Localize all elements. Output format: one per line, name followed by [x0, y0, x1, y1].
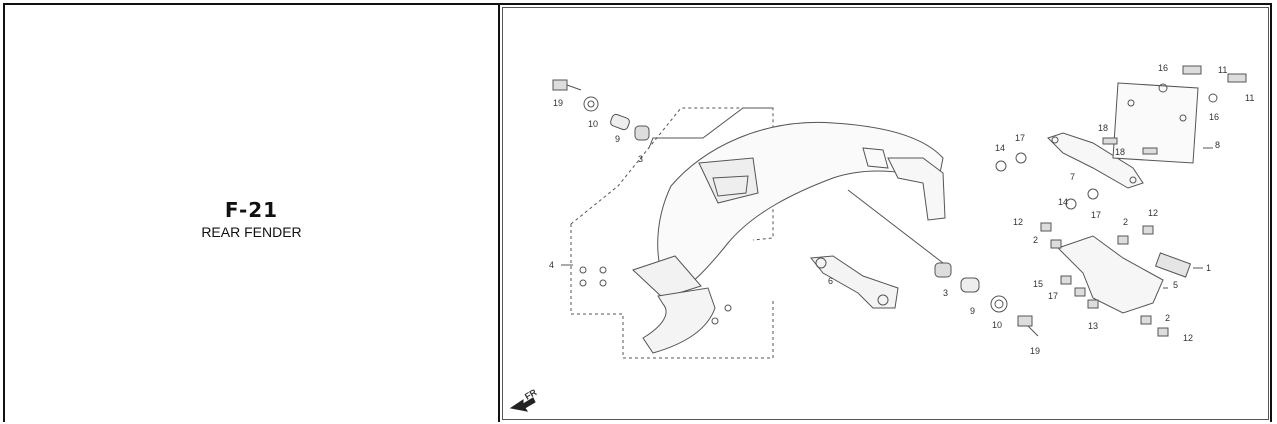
callout-14-a: 14 — [995, 143, 1005, 153]
callout-5: 5 — [1173, 280, 1178, 290]
callout-1: 1 — [1206, 263, 1211, 273]
callout-11-b: 11 — [1245, 93, 1254, 103]
part-callouts: 19 10 9 3 4 6 3 9 10 19 16 11 11 16 8 17… — [523, 63, 1254, 402]
callout-2-b: 2 — [1123, 217, 1128, 227]
callout-12-c: 12 — [1183, 333, 1193, 343]
bracket-6 — [810, 255, 899, 309]
reflector-1 — [1154, 252, 1192, 278]
callout-19-b: 19 — [1030, 346, 1040, 356]
callout-17-c: 17 — [1048, 291, 1058, 301]
fender-group-outline — [570, 107, 774, 241]
callout-14-b: 14 — [1058, 197, 1068, 207]
section-label-panel: F-21 REAR FENDER — [5, 5, 498, 422]
callout-12-a: 12 — [1013, 217, 1023, 227]
callout-7: 7 — [1070, 172, 1075, 182]
mud-flap — [642, 287, 716, 354]
callout-15: 15 — [1033, 279, 1043, 289]
callout-9-a: 9 — [615, 134, 620, 144]
callout-17-b: 17 — [1091, 210, 1101, 220]
page-frame — [3, 3, 1272, 422]
callout-3-b: 3 — [943, 288, 948, 298]
callout-19-a: 19 — [553, 98, 563, 108]
callout-3-a: 3 — [638, 154, 643, 164]
mudflap-group-outline — [570, 224, 774, 359]
callout-11-a: 11 — [1218, 65, 1227, 75]
section-code: F-21 — [224, 198, 279, 222]
callout-18-a: 18 — [1098, 123, 1108, 133]
callout-16-a: 16 — [1158, 63, 1168, 73]
direction-label: FR — [523, 387, 539, 402]
callout-10-b: 10 — [992, 320, 1002, 330]
exploded-parts-diagram: 19 10 9 3 4 6 3 9 10 19 16 11 11 16 8 17… — [509, 63, 1254, 412]
direction-arrow-icon — [509, 397, 536, 412]
callout-6: 6 — [828, 276, 833, 286]
callout-17-a: 17 — [1015, 133, 1025, 143]
parts-diagram-panel: 19 10 9 3 4 6 3 9 10 19 16 11 11 16 8 17… — [502, 7, 1269, 420]
reflector-bracket-5 — [1057, 235, 1164, 314]
column-divider — [498, 3, 500, 422]
callout-2-a: 2 — [1033, 235, 1038, 245]
callout-18-b: 18 — [1115, 147, 1125, 157]
callout-16-b: 16 — [1209, 112, 1219, 122]
section-title: REAR FENDER — [201, 224, 302, 240]
callout-8: 8 — [1215, 140, 1220, 150]
callout-10-a: 10 — [588, 119, 598, 129]
callout-12-b: 12 — [1148, 208, 1158, 218]
callout-4: 4 — [549, 260, 554, 270]
callout-13: 13 — [1088, 321, 1098, 331]
rear-fender — [657, 121, 944, 294]
callout-2-c: 2 — [1165, 313, 1170, 323]
callout-9-b: 9 — [970, 306, 975, 316]
license-bracket-7 — [1047, 132, 1144, 189]
